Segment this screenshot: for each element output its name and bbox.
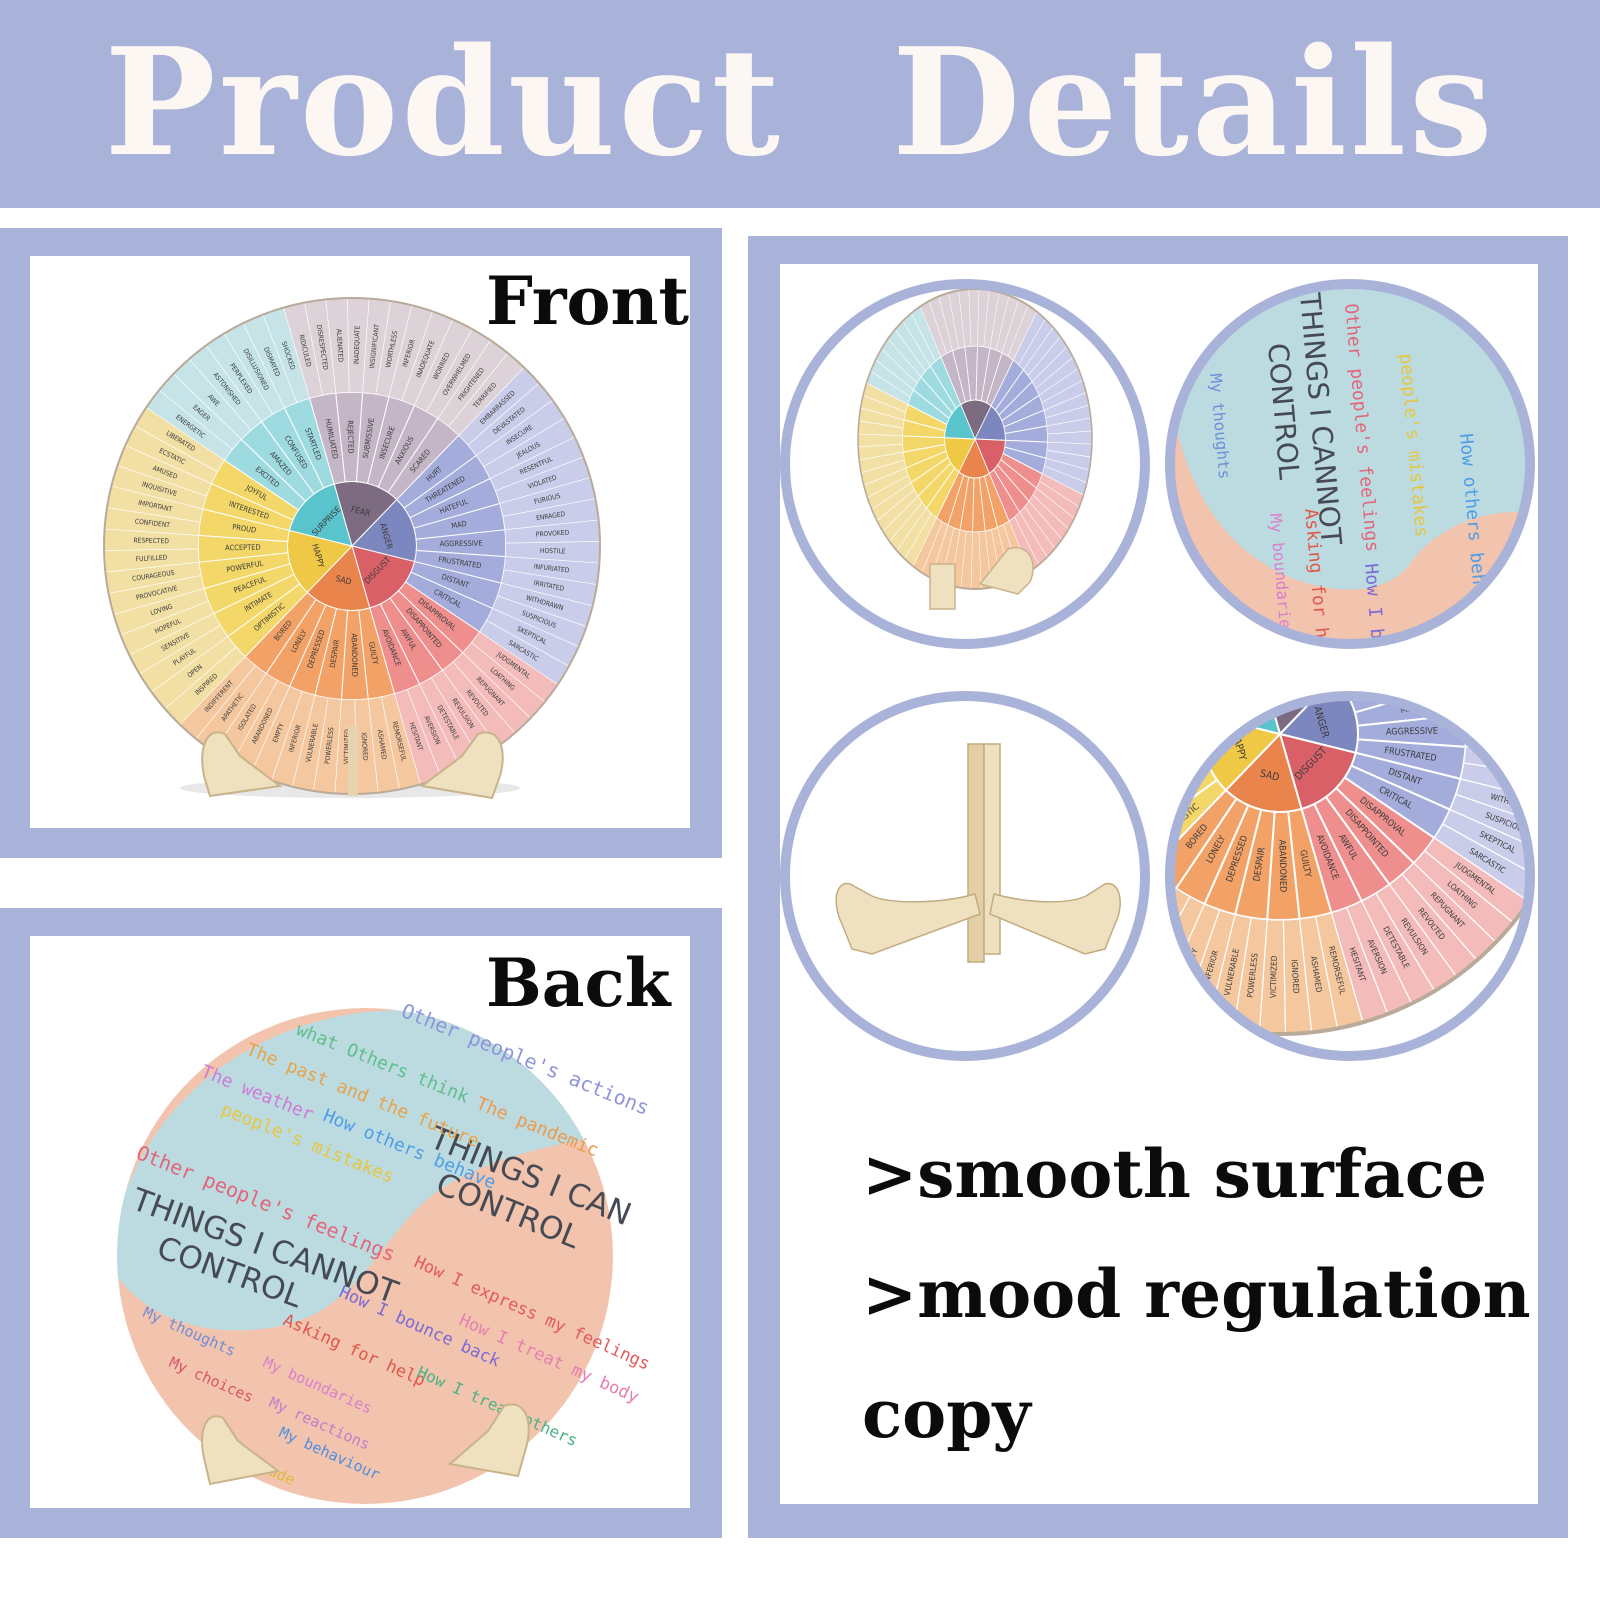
front-wheel-core-label: FEAR	[350, 504, 372, 519]
back-panel: THINGS I CANNOT CONTROL THINGS I CAN CON…	[0, 908, 722, 1538]
closeup-wheel-middle-label: AGGRESSIVE	[1386, 727, 1438, 738]
front-wheel-core-label: SAD	[335, 573, 353, 587]
closeup-wheel-outer-label: INFURIATED	[1499, 753, 1538, 768]
closeup-wheel-middle-segment	[1170, 720, 1204, 755]
banner-title: Product Details	[104, 15, 1496, 189]
closeup-wheel-core-segment	[1203, 696, 1282, 736]
back-panel-inner: THINGS I CANNOT CONTROL THINGS I CAN CON…	[30, 936, 690, 1508]
closeup-wheel-outer-segment	[1454, 626, 1538, 682]
closeup-wheel-outer-label: IGNORED	[1289, 959, 1301, 994]
closeup-wheel-outer-segment	[1461, 696, 1530, 716]
closeup-wheel-middle-label: CONFUSED	[1196, 599, 1228, 643]
feature-copy: copy	[862, 1375, 1031, 1453]
closeup-wheel-middle-label: JOYFUL	[1149, 659, 1180, 682]
feature-smooth-surface: >smooth surface	[862, 1135, 1488, 1213]
detail-circle-wheel-angle	[780, 279, 1150, 649]
closeup-wheel-middle-label: ACCEPTED	[1126, 732, 1169, 743]
closeup-wheel-outer-label: ISOLATED	[1139, 923, 1166, 959]
front-wheel-outer-label: FULFILLED	[135, 553, 167, 563]
front-wheel-outer-label: INADEQUATE	[353, 325, 362, 364]
front-wheel-middle-label: AGGRESSIVE	[440, 539, 483, 549]
detail-circle-back-closeup: THINGS I CANNOT CONTROL Other people's f…	[1165, 279, 1535, 649]
closeup-wheel-middle-label: AMAZED	[1178, 618, 1209, 651]
wooden-stand-back	[201, 1403, 530, 1486]
closeup-wheel-middle-label: GUILTY	[1297, 849, 1312, 878]
front-wheel-outer-label: VICTIMIZED	[342, 729, 351, 765]
details-panel-inner: THINGS I CANNOT CONTROL Other people's f…	[780, 264, 1538, 1504]
closeup-wheel-middle-segment	[1146, 584, 1234, 680]
front-label: Front	[486, 262, 689, 340]
closeup-wheel-middle-label: POWERFUL	[1127, 750, 1174, 769]
closeup-wheel-core-label: SAD	[1259, 768, 1280, 783]
details-panel: THINGS I CANNOT CONTROL Other people's f…	[748, 236, 1568, 1538]
closeup-wheel-outer-label: IMPORTANT	[1021, 676, 1064, 694]
closeup-wheel-outer-label: JEALOUS	[1476, 605, 1509, 629]
front-wheel-middle-label: ABANDONED	[350, 633, 360, 677]
closeup-wheel-middle-label: PROUD	[1134, 707, 1164, 721]
closeup-wheel-outer-segment	[1464, 701, 1530, 732]
front-wheel-middle-label: PROUD	[232, 522, 257, 535]
back-product-image: THINGS I CANNOT CONTROL THINGS I CAN CON…	[117, 998, 653, 1504]
closeup-wheel-middle-segment	[1170, 696, 1211, 717]
closeup-wheel-middle-segment	[1170, 696, 1206, 730]
back-label: Back	[486, 944, 671, 1022]
front-wheel-outer-label: PROVOKED	[536, 529, 570, 539]
closeup-wheel-outer-label: INQUISITIVE	[1025, 654, 1070, 676]
closeup-wheel-middle-label: THREATENED	[1367, 648, 1419, 685]
detail-circle-stand	[780, 691, 1150, 1061]
front-wheel-outer-label: CONFIDENT	[134, 517, 170, 529]
closeup-wheel-outer-label: AMUSED	[1038, 634, 1071, 655]
closeup-wheel-outer-label: VIOLATED	[1492, 646, 1530, 667]
closeup-wheel-outer-label: RESENTFUL	[1481, 623, 1525, 649]
front-wheel-middle-label: GUILTY	[367, 641, 380, 666]
wooden-stand	[201, 726, 504, 800]
closeup-wheel-middle-label: INTERESTED	[1129, 679, 1180, 705]
front-wheel-middle-label: REJECTED	[346, 420, 356, 453]
closeup-wheel-rim	[1170, 696, 1530, 1036]
feelings-wheel-front: FEARANGERDISGUSTSADHAPPYSURPRISEHUMILIAT…	[103, 297, 601, 795]
front-wheel-middle-label: DESPAIR	[328, 639, 341, 669]
closeup-wheel-middle-label: HATEFUL	[1385, 676, 1423, 698]
closeup-wheel-outer-label: PROVOKED	[1502, 712, 1538, 725]
closeup-wheel-outer-segment	[989, 637, 1104, 690]
closeup-wheel-outer-label: HOSTILE	[1507, 734, 1538, 745]
front-wheel-middle-label: MAD	[451, 519, 468, 531]
banner: Product Details	[0, 0, 1600, 208]
closeup-wheel-middle-segment	[1170, 696, 1217, 704]
front-wheel-outer-label: HOSTILE	[540, 547, 566, 556]
closeup-wheel-middle-segment	[1126, 605, 1224, 691]
detail-circles: THINGS I CANNOT CONTROL Other people's f…	[780, 279, 1538, 1061]
front-wheel-outer-label: RESPECTED	[133, 536, 169, 545]
front-wheel-outer-label: IGNORED	[360, 732, 370, 761]
closeup-wheel-middle-label: ABANDONED	[1276, 840, 1287, 893]
closeup-wheel-middle-label: PEACEFUL	[1136, 770, 1179, 794]
closeup-wheel-outer-label: VICTIMIZED	[1268, 955, 1279, 998]
front-product-image: FEARANGERDISGUSTSADHAPPYSURPRISEHUMILIAT…	[103, 297, 601, 800]
front-wheel-outer-label: ALIENATED	[335, 329, 345, 363]
closeup-wheel-outer-segment	[1458, 696, 1530, 700]
closeup-wheel-middle-label: EXCITED	[1161, 637, 1194, 666]
closeup-wheel-outer-label: FURIOUS	[1499, 668, 1533, 685]
feature-mood-regulation: >mood regulation	[862, 1255, 1531, 1333]
closeup-wheel-outer-label: ENRAGED	[1502, 690, 1538, 705]
front-wheel-middle-label: ACCEPTED	[225, 543, 261, 553]
